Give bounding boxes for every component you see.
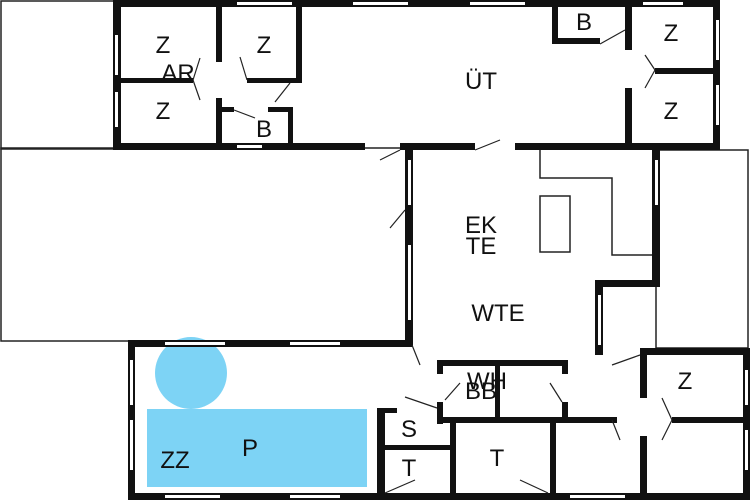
terrace-north-west bbox=[0, 0, 115, 150]
room-z5: Z bbox=[664, 98, 679, 125]
pool-round bbox=[155, 337, 227, 409]
room-zz: ZZ bbox=[160, 447, 189, 474]
room-p: P bbox=[242, 435, 258, 462]
room-z4: Z bbox=[664, 20, 679, 47]
room-z3: Z bbox=[156, 98, 171, 125]
kitchen-counter-l bbox=[539, 150, 656, 256]
room-t2: T bbox=[490, 445, 505, 472]
room-ut: ÜT bbox=[465, 68, 497, 95]
door-swings bbox=[192, 29, 673, 494]
pool bbox=[147, 409, 367, 487]
room-wte: WTE bbox=[471, 300, 524, 327]
room-wh: WH bbox=[467, 368, 507, 395]
room-t1: T bbox=[402, 455, 417, 482]
room-b2: B bbox=[576, 9, 592, 36]
room-te: TE bbox=[466, 233, 497, 260]
room-bb: BB bbox=[465, 378, 497, 405]
room-z1: Z bbox=[156, 32, 171, 59]
windows bbox=[115, 2, 748, 498]
room-b1: B bbox=[256, 116, 272, 143]
room-z2: Z bbox=[257, 32, 272, 59]
kitchen-counter bbox=[539, 195, 571, 253]
room-z6: Z bbox=[678, 368, 693, 395]
room-s: S bbox=[401, 416, 417, 443]
room-ar: AR bbox=[161, 60, 194, 87]
terrace-east bbox=[655, 149, 749, 349]
room-ek: EK bbox=[465, 212, 497, 239]
room-labels: Z Z AR Z B ÜT B Z Z EK TE WTE WH BB Z S … bbox=[156, 9, 693, 482]
terrace-west bbox=[0, 147, 410, 342]
